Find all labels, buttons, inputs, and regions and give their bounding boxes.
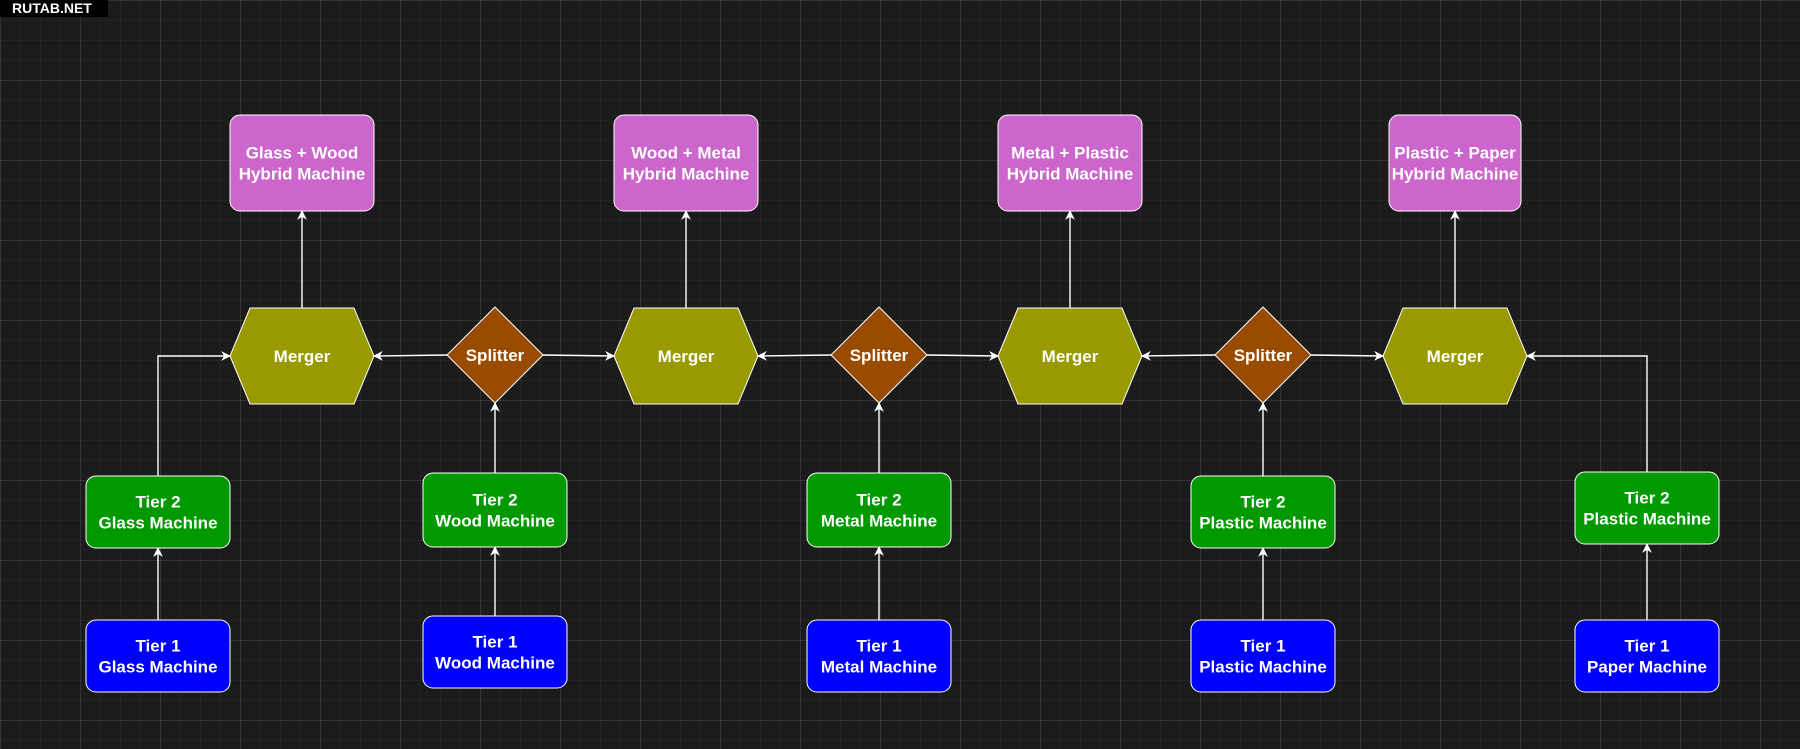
hybrid-box-shape: [997, 114, 1143, 212]
node-label-line: Merger: [1042, 347, 1099, 366]
node-splitter-metal[interactable]: Splitter: [830, 306, 928, 404]
edge-splitter_metal-to-merger_3: [926, 350, 999, 361]
edge-splitter_metal-to-merger_2: [757, 350, 832, 361]
hybrid-box-shape: [1388, 114, 1522, 212]
node-tier1-plastic[interactable]: Tier 1 Plastic Machine: [1190, 619, 1336, 693]
splitter-diamond-shape: [1214, 306, 1312, 404]
node-label-line: Tier 2: [856, 491, 901, 510]
node-merger-2[interactable]: Merger: [613, 307, 759, 405]
merger-hexagon-shape: [997, 307, 1143, 405]
node-label-line: Hybrid Machine: [623, 165, 750, 184]
tier2-box-shape: [806, 472, 952, 548]
node-label-line: Tier 1: [1624, 637, 1669, 656]
node-label-line: Hybrid Machine: [1007, 165, 1134, 184]
tier2-box-shape: [1190, 475, 1336, 549]
node-label-line: Hybrid Machine: [239, 165, 366, 184]
node-label-line: Tier 2: [135, 493, 180, 512]
node-tier2-plastic-b[interactable]: Tier 2 Plastic Machine: [1574, 471, 1720, 545]
node-tier2-metal[interactable]: Tier 2 Metal Machine: [806, 472, 952, 548]
node-tier2-glass[interactable]: Tier 2 Glass Machine: [85, 475, 231, 549]
node-label-line: Wood Machine: [435, 512, 555, 531]
node-label-line: Splitter: [466, 346, 525, 365]
node-label-line: Paper Machine: [1587, 658, 1707, 677]
node-label-line: Tier 2: [1624, 489, 1669, 508]
node-label-line: Tier 1: [856, 637, 901, 656]
watermark-label: RUTAB.NET: [0, 0, 108, 17]
tier2-box-shape: [85, 475, 231, 549]
tier1-box-shape: [422, 615, 568, 689]
node-merger-4[interactable]: Merger: [1382, 307, 1528, 405]
node-label-line: Tier 1: [1240, 637, 1285, 656]
node-label-line: Plastic Machine: [1199, 658, 1327, 677]
merger-hexagon-shape: [613, 307, 759, 405]
node-tier1-metal[interactable]: Tier 1 Metal Machine: [806, 619, 952, 693]
edge-splitter_plastic-to-merger_4: [1310, 350, 1384, 361]
tier2-box-shape: [1574, 471, 1720, 545]
node-label-line: Metal Machine: [821, 512, 937, 531]
edge-tier2_glass-to-merger_1: [157, 351, 231, 476]
tier1-box-shape: [806, 619, 952, 693]
node-label-line: Wood + Metal: [631, 144, 741, 163]
node-splitter-wood[interactable]: Splitter: [446, 306, 544, 404]
node-tier2-wood[interactable]: Tier 2 Wood Machine: [422, 472, 568, 548]
node-tier2-plastic[interactable]: Tier 2 Plastic Machine: [1190, 475, 1336, 549]
node-tier1-paper[interactable]: Tier 1 Paper Machine: [1574, 619, 1720, 693]
splitter-diamond-shape: [446, 306, 544, 404]
node-merger-3[interactable]: Merger: [997, 307, 1143, 405]
node-label-line: Tier 2: [472, 491, 517, 510]
tier1-box-shape: [1574, 619, 1720, 693]
node-label-line: Tier 1: [472, 633, 517, 652]
node-label-line: Glass Machine: [98, 514, 217, 533]
splitter-diamond-shape: [830, 306, 928, 404]
node-label-line: Metal Machine: [821, 658, 937, 677]
node-merger-1[interactable]: Merger: [229, 307, 375, 405]
node-label-line: Splitter: [850, 346, 909, 365]
tier1-box-shape: [85, 619, 231, 693]
hybrid-box-shape: [229, 114, 375, 212]
merger-hexagon-shape: [1382, 307, 1528, 405]
tier2-box-shape: [422, 472, 568, 548]
edge-splitter_plastic-to-merger_3: [1141, 350, 1216, 361]
node-label-line: Metal + Plastic: [1011, 144, 1129, 163]
node-label-line: Tier 1: [135, 637, 180, 656]
node-label-line: Merger: [658, 347, 715, 366]
node-label-line: Hybrid Machine: [1392, 165, 1519, 184]
tier1-box-shape: [1190, 619, 1336, 693]
node-label-line: Tier 2: [1240, 493, 1285, 512]
edge-splitter_wood-to-merger_2: [542, 350, 615, 361]
node-tier1-wood[interactable]: Tier 1 Wood Machine: [422, 615, 568, 689]
node-label-line: Merger: [1427, 347, 1484, 366]
edge-splitter_wood-to-merger_1: [373, 350, 448, 361]
node-label-line: Wood Machine: [435, 654, 555, 673]
node-label-line: Glass Machine: [98, 658, 217, 677]
node-label-line: Plastic + Paper: [1394, 144, 1516, 163]
node-label-line: Plastic Machine: [1199, 514, 1327, 533]
node-label-line: Glass + Wood: [246, 144, 359, 163]
node-label-line: Splitter: [1234, 346, 1293, 365]
node-label-line: Plastic Machine: [1583, 510, 1711, 529]
hybrid-box-shape: [613, 114, 759, 212]
node-label-line: Merger: [274, 347, 331, 366]
node-tier1-glass[interactable]: Tier 1 Glass Machine: [85, 619, 231, 693]
edge-tier2_plastic_b-to-merger_4: [1526, 351, 1648, 472]
edges-layer: [153, 210, 1652, 620]
merger-hexagon-shape: [229, 307, 375, 405]
node-splitter-plastic[interactable]: Splitter: [1214, 306, 1312, 404]
